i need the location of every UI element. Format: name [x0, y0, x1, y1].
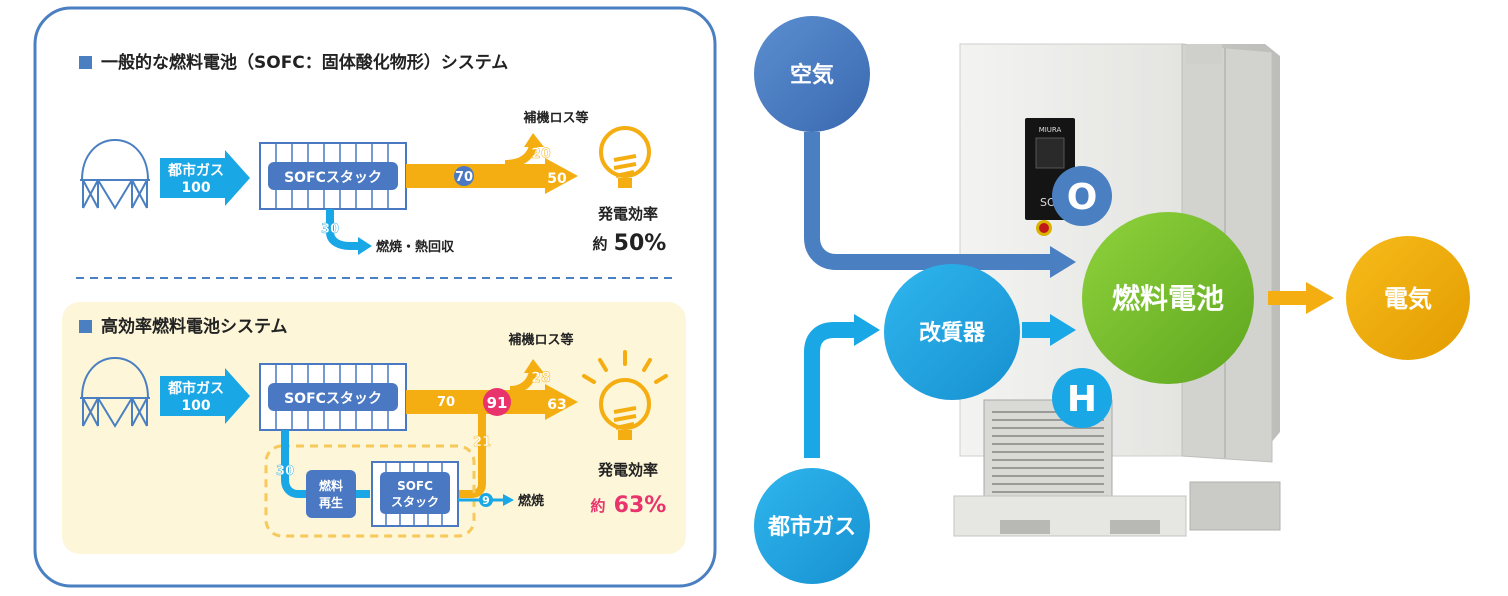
fuel-cell-label: 燃料電池 — [1112, 282, 1224, 315]
recycle-line — [458, 414, 486, 498]
regen-in-line — [281, 430, 306, 498]
aux-branch — [509, 370, 537, 394]
section1-title: 一般的な燃料電池（SOFC：固体酸化物形）システム — [101, 52, 508, 73]
efficiency-prefix: 約 — [592, 235, 607, 253]
gas-input-label: 都市ガス — [167, 380, 224, 397]
regen-loop-box — [264, 444, 476, 538]
air-flow-line — [804, 132, 1052, 270]
gas-tank-icon — [80, 356, 150, 428]
electricity-label: 電気 — [1384, 285, 1432, 313]
hydrogen-symbol: H — [1067, 379, 1097, 420]
heat-label: 燃焼・熱回収 — [376, 239, 455, 255]
fuel-regen-box — [306, 470, 356, 518]
section-standard-sofc: 一般的な燃料電池（SOFC：固体酸化物形）システム 都市ガス 100 — [79, 52, 666, 256]
sofc-stack: SOFCスタック — [259, 142, 407, 210]
section-high-efficiency: 高効率燃料電池システム 都市ガス 100 SOFC — [62, 302, 686, 554]
efficiency-value: 50% — [614, 231, 667, 256]
output-value: 63 — [547, 397, 566, 413]
aux-value: 28 — [531, 370, 550, 386]
fuel-cell-node — [1082, 212, 1254, 384]
efficiency-value: 63% — [614, 493, 667, 518]
sofc-stack-secondary: SOFC スタック — [371, 461, 459, 527]
oxygen-node — [1052, 166, 1112, 226]
air-arrowhead — [1050, 246, 1076, 278]
section2-title: 高効率燃料電池システム — [101, 316, 288, 337]
reformer-node — [884, 264, 1020, 400]
aux-branch — [504, 144, 537, 168]
aux-arrowhead — [524, 133, 544, 147]
regen-label-2: 再生 — [319, 495, 343, 510]
gas-input-arrow — [160, 150, 250, 206]
stack-label: SOFCスタック — [284, 170, 382, 186]
city-gas-node — [754, 468, 870, 584]
left-panel: 一般的な燃料電池（SOFC：固体酸化物形）システム 都市ガス 100 — [33, 6, 717, 588]
reformer-arrowhead — [1050, 314, 1076, 346]
output-arrow — [406, 158, 578, 194]
recycle-value: 21 — [473, 435, 491, 450]
sofc-stack: SOFCスタック — [259, 363, 407, 431]
aux-value: 20 — [531, 146, 551, 162]
gas-flow-line — [804, 322, 856, 458]
section-marker-icon — [79, 320, 92, 333]
power-arrowhead — [1306, 282, 1334, 314]
aux-label: 補機ロス等 — [522, 110, 588, 126]
reformer-label: 改質器 — [919, 320, 986, 346]
regen-label-1: 燃料 — [319, 478, 343, 493]
section-marker-icon — [79, 56, 92, 69]
combined-badge — [483, 388, 511, 416]
aux-label: 補機ロス等 — [507, 332, 573, 348]
gas-arrowhead — [854, 314, 880, 346]
air-node — [754, 16, 870, 132]
hydrogen-node — [1052, 368, 1112, 428]
aux-arrowhead — [524, 359, 544, 373]
city-gas-label: 都市ガス — [767, 514, 856, 540]
gas-input-value: 100 — [181, 398, 210, 414]
burn-arrowhead — [503, 494, 514, 506]
efficiency-label: 発電効率 — [597, 461, 658, 479]
light-bulb-icon — [599, 126, 651, 188]
burn-label: 燃焼 — [518, 493, 544, 509]
burn-value: 9 — [482, 494, 490, 507]
efficiency-prefix: 約 — [590, 497, 605, 515]
flow-badge — [454, 166, 474, 186]
electricity-node — [1346, 236, 1470, 360]
light-bulb-icon — [582, 350, 668, 440]
combined-value: 91 — [487, 394, 508, 412]
gas-input-arrow — [160, 368, 250, 424]
burn-badge — [479, 493, 493, 507]
gas-tank-icon — [80, 138, 150, 210]
gas-input-value: 100 — [181, 180, 210, 196]
flow-main-value: 70 — [455, 170, 473, 185]
heat-arrowhead — [358, 237, 372, 255]
flow-main-value: 70 — [437, 395, 455, 410]
heat-value: 30 — [321, 222, 339, 237]
output-value: 50 — [547, 171, 567, 187]
gas-input-label: 都市ガス — [167, 162, 224, 179]
oxygen-symbol: O — [1067, 177, 1098, 218]
unit-brand: MIURA — [1039, 126, 1062, 134]
efficiency-label: 発電効率 — [597, 205, 658, 223]
stack2-line1: SOFC — [397, 479, 433, 493]
stack2-line2: スタック — [391, 495, 439, 509]
stack-label: SOFCスタック — [284, 391, 382, 407]
heat-branch — [326, 209, 360, 250]
right-diagram: MIURA SOFC 空気 — [754, 16, 1470, 584]
air-label: 空気 — [790, 62, 834, 88]
regen-in-value: 30 — [276, 464, 294, 479]
